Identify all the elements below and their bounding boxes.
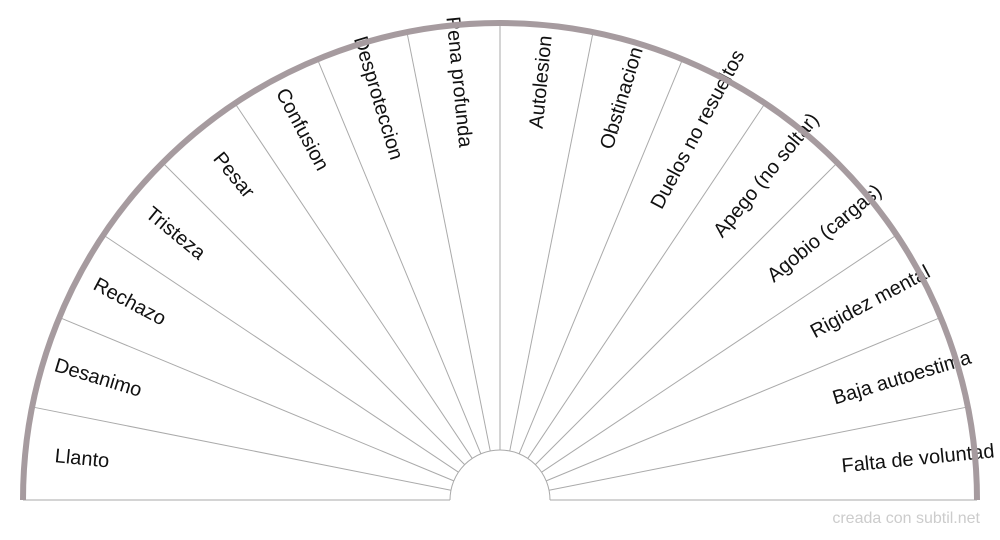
segment-divider bbox=[103, 234, 459, 473]
credit-text: creada con subtil.net bbox=[832, 510, 980, 527]
segment-divider bbox=[509, 32, 594, 452]
segment-label: Tristeza bbox=[141, 203, 210, 265]
segment-label: Pena profunda bbox=[441, 16, 476, 150]
segment-divider bbox=[406, 32, 491, 452]
segment-divider bbox=[59, 316, 454, 482]
segment-divider bbox=[527, 103, 766, 459]
segment-label: Apego (no soltar) bbox=[709, 109, 823, 242]
segment-label: Pesar bbox=[208, 148, 258, 203]
segment-divider bbox=[541, 234, 897, 473]
segment-dividers bbox=[23, 23, 977, 501]
segment-label: Duelos no resueltos bbox=[647, 46, 750, 212]
segment-label: Confusion bbox=[271, 85, 333, 175]
segment-divider bbox=[32, 406, 452, 491]
segment-label: Llanto bbox=[54, 445, 110, 472]
segment-label: Obstinacion bbox=[596, 44, 648, 151]
segment-label: Autolesion bbox=[526, 34, 557, 129]
segment-divider bbox=[162, 162, 465, 465]
segment-label: Desproteccion bbox=[349, 34, 407, 163]
segment-divider bbox=[316, 59, 482, 454]
outer-rim-arc bbox=[20, 20, 980, 501]
segment-label: Rechazo bbox=[90, 274, 170, 331]
center-hub-arc bbox=[449, 449, 551, 501]
chart-frame bbox=[20, 20, 980, 501]
segment-divider bbox=[548, 406, 968, 491]
segment-divider bbox=[546, 316, 941, 482]
segment-label: Desanimo bbox=[52, 354, 145, 401]
segment-divider bbox=[234, 103, 473, 459]
segment-divider bbox=[518, 59, 684, 454]
segment-label: Rigidez mental bbox=[807, 261, 934, 343]
segment-divider bbox=[535, 162, 838, 465]
